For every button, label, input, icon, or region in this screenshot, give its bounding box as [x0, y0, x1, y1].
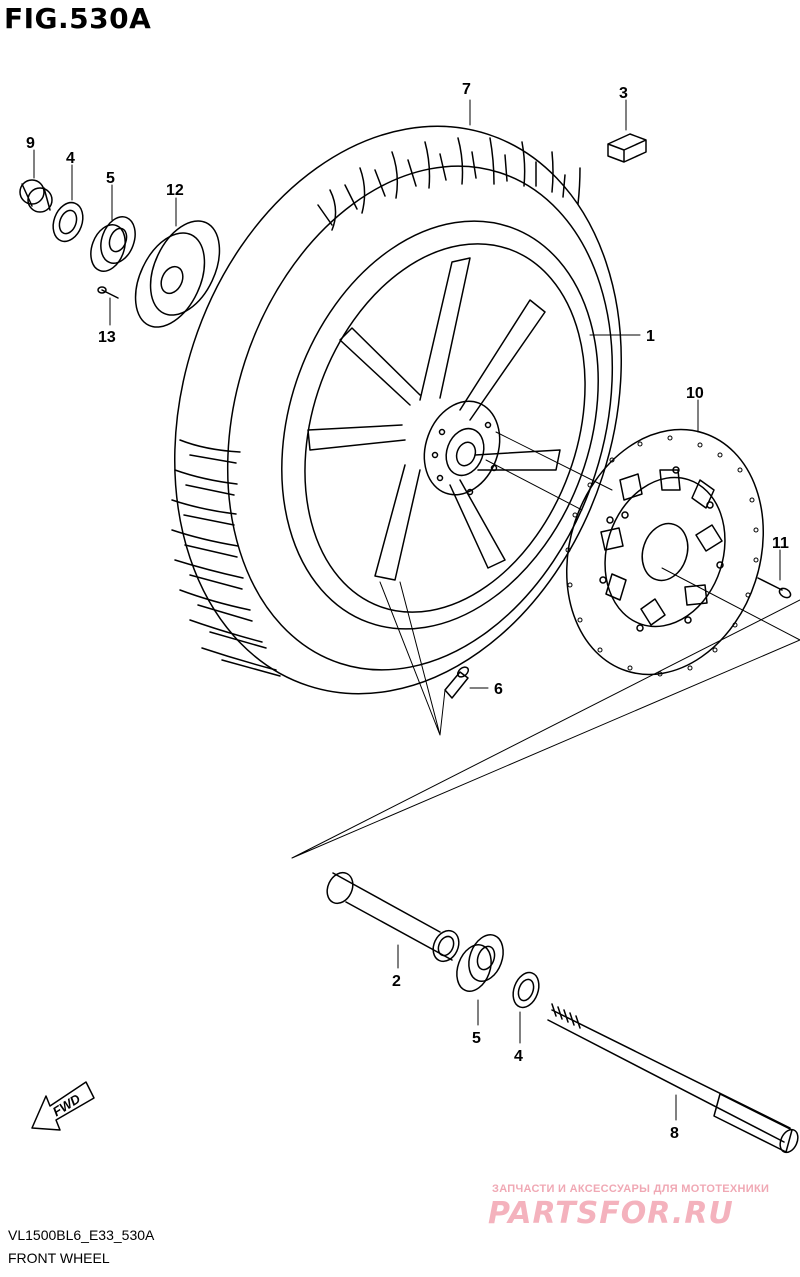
- callout-2: 2: [392, 973, 401, 990]
- dust-seal-9: [19, 179, 53, 213]
- tire-valve: [444, 666, 470, 699]
- bearing-5-top: [90, 216, 136, 272]
- callout-3: 3: [619, 85, 628, 102]
- fwd-arrow-icon: [31, 1081, 95, 1131]
- brake-disc: [565, 428, 765, 677]
- oil-seal-4-bottom: [512, 971, 540, 1009]
- callout-1: 1: [646, 328, 655, 345]
- callout-12: 12: [166, 182, 184, 199]
- guide-lines: [33, 99, 800, 1121]
- callout-4-bottom: 4: [514, 1048, 523, 1065]
- callout-5-bottom: 5: [472, 1030, 481, 1047]
- oil-seal-4-top: [52, 201, 84, 243]
- disc-bolt: [757, 577, 792, 599]
- tire: [171, 125, 623, 695]
- diagram-caption: FRONT WHEEL: [8, 1250, 110, 1266]
- wheel-rim: [281, 220, 599, 630]
- callout-13: 13: [98, 329, 116, 346]
- callout-11: 11: [772, 535, 789, 552]
- callout-4-top: 4: [66, 150, 75, 167]
- callout-numbers: 1 2 3 4 4 5 5 6 7 8 9 10 11 12 13 FWD: [26, 81, 789, 1142]
- sensor-block: [607, 133, 647, 163]
- callout-8: 8: [670, 1125, 679, 1142]
- speedometer-rotor-12: [134, 220, 221, 328]
- front-axle: [547, 1003, 799, 1154]
- diagram-code: VL1500BL6_E33_530A: [8, 1227, 155, 1243]
- callout-7: 7: [462, 81, 471, 98]
- bearing-5-bottom: [456, 934, 504, 992]
- watermark-logo: PARTSFOR.RU: [488, 1196, 734, 1231]
- screw-13: [97, 286, 119, 299]
- figure-title: FIG.530A: [4, 2, 152, 35]
- callout-5-top: 5: [106, 170, 115, 187]
- axle-spacer: [326, 871, 460, 963]
- callout-10: 10: [686, 385, 704, 402]
- callout-6: 6: [494, 681, 503, 698]
- callout-9: 9: [26, 135, 35, 152]
- watermark-tagline: ЗАПЧАСТИ И АКСЕССУАРЫ ДЛЯ МОТОТЕХНИКИ: [492, 1183, 770, 1195]
